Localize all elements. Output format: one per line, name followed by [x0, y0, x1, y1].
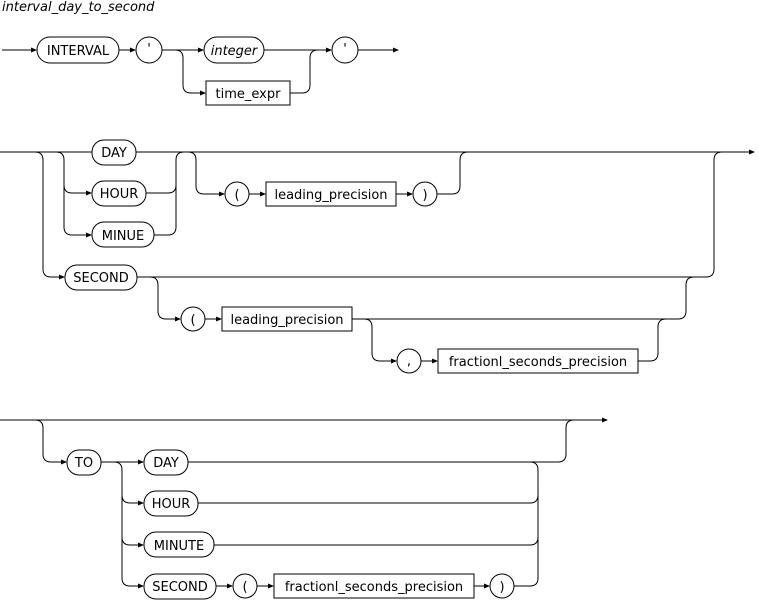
- day-label: DAY: [101, 146, 127, 161]
- time-expr-label: time_expr: [216, 87, 282, 102]
- lparen-2-label: (: [190, 313, 195, 328]
- leading-precision-label-1: leading_precision: [274, 188, 387, 203]
- second-label: SECOND: [73, 271, 129, 286]
- to-label: TO: [74, 456, 93, 471]
- to-day-label: DAY: [153, 456, 179, 471]
- fractional-seconds-label-2: fractionl_seconds_precision: [285, 580, 463, 595]
- interval-label: INTERVAL: [47, 44, 110, 59]
- to-rparen-label: ): [499, 580, 504, 595]
- fractional-seconds-box-1: [437, 348, 639, 374]
- integer-label: integer: [211, 44, 259, 59]
- leading-precision-box-2: [221, 306, 353, 332]
- rparen-1-label: ): [422, 188, 427, 203]
- row-1-interval-literal: INTERVAL ' integer time_expr ': [2, 36, 399, 106]
- leading-precision-label-2: leading_precision: [230, 313, 343, 328]
- day-keyword: [91, 139, 137, 166]
- hour-label: HOUR: [100, 187, 139, 202]
- to-lparen-label: (: [242, 580, 247, 595]
- quote-open-label: ': [147, 42, 151, 57]
- comma-label: ,: [407, 354, 411, 369]
- lparen-1-label: (: [234, 188, 239, 203]
- to-hour-label: HOUR: [152, 497, 191, 512]
- quote-close-label: ': [343, 42, 347, 57]
- to-minute-label: MINUTE: [154, 539, 204, 554]
- time-expr-box: [205, 80, 291, 106]
- row-2-leading-field: DAY HOUR MINUE ( leading_precision ) SEC…: [0, 139, 755, 374]
- minue-label: MINUE: [102, 229, 145, 244]
- diagram-title: interval_day_to_second: [2, 0, 155, 15]
- to-second-label: SECOND: [152, 580, 208, 595]
- row-3-to-field: TO DAY HOUR MINUTE SECOND ( fractionl_se…: [0, 417, 608, 600]
- fractional-seconds-label-1: fractionl_seconds_precision: [449, 355, 627, 370]
